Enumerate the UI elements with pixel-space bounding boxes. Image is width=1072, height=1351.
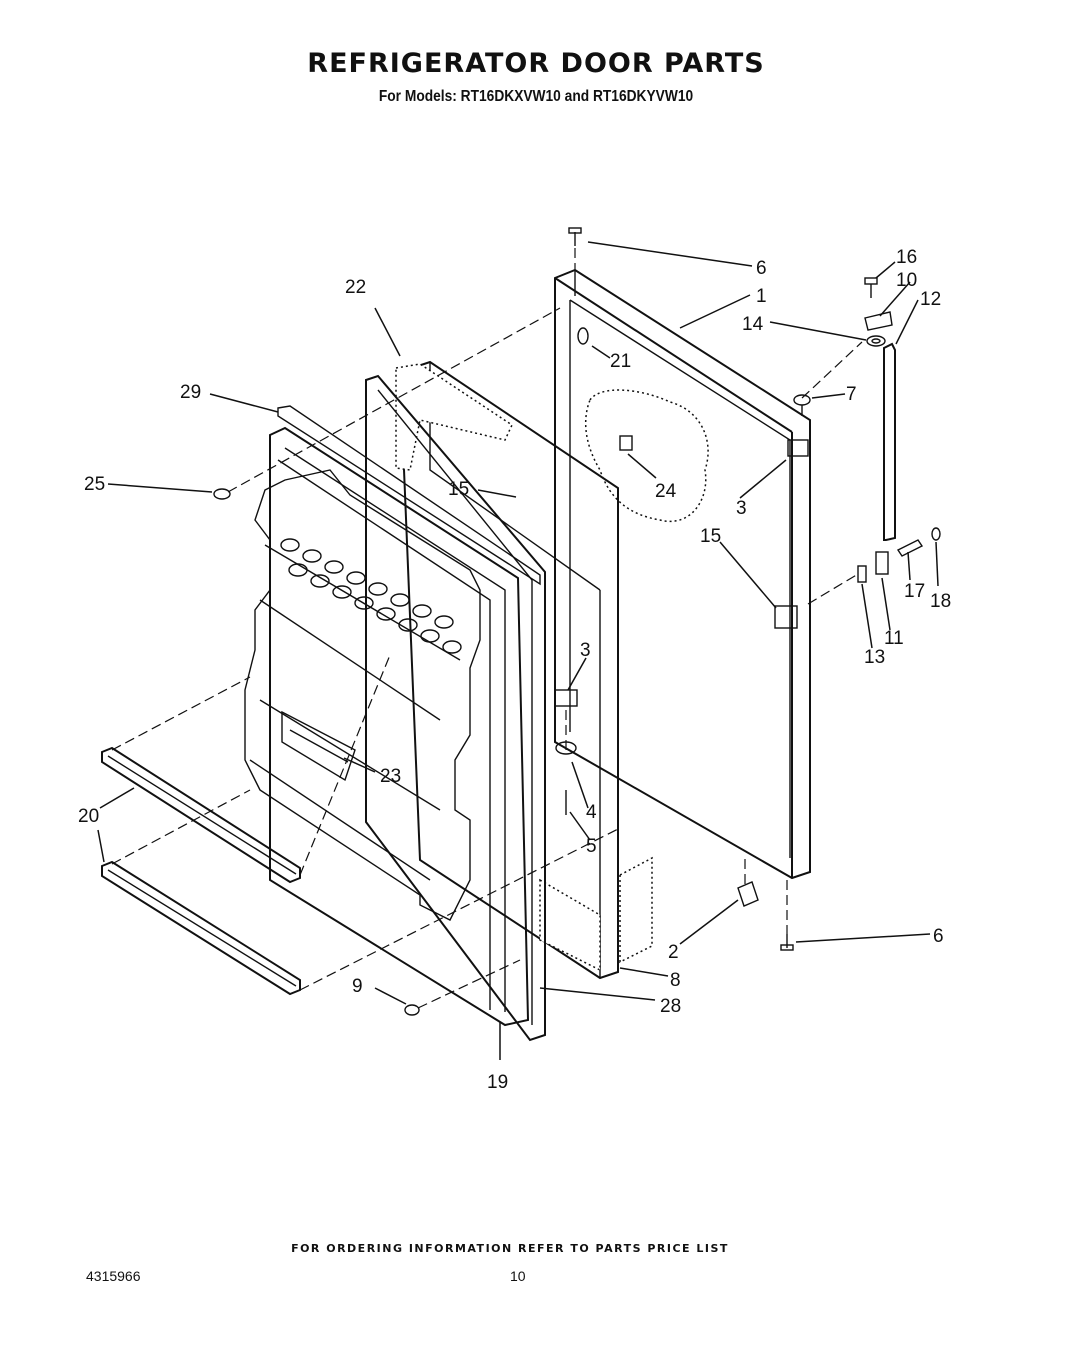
- callout-11: 11: [884, 628, 904, 649]
- document-number: 4315966: [86, 1268, 141, 1284]
- callout-3-right: 3: [736, 498, 747, 519]
- callout-3-center: 3: [580, 640, 591, 661]
- callout-14: 14: [742, 314, 764, 335]
- callout-8: 8: [670, 970, 681, 991]
- hinge-assembly: [213, 227, 941, 1016]
- callout-23: 23: [380, 766, 401, 787]
- leader-arrows: [97, 241, 939, 1060]
- callout-15-left: 15: [448, 479, 469, 500]
- callout-22: 22: [345, 277, 366, 298]
- callout-19: 19: [487, 1072, 508, 1093]
- callout-16: 16: [896, 247, 917, 268]
- callout-29: 29: [180, 382, 201, 403]
- callout-18: 18: [930, 591, 951, 612]
- callout-2: 2: [668, 942, 679, 963]
- callout-17: 17: [904, 581, 925, 602]
- outer-door-panel: [554, 268, 811, 880]
- callout-24: 24: [655, 481, 677, 502]
- callout-15-right: 15: [700, 526, 721, 547]
- callout-6-bottom: 6: [933, 926, 944, 947]
- callout-21: 21: [610, 351, 631, 372]
- page-title: REFRIGERATOR DOOR PARTS: [307, 48, 765, 79]
- callout-25: 25: [84, 474, 105, 495]
- callout-13: 13: [864, 647, 885, 668]
- assembly-dash-lines: [111, 248, 863, 1009]
- dairy-compartment-door: [281, 710, 356, 782]
- callout-10: 10: [896, 270, 917, 291]
- callout-4: 4: [586, 802, 597, 823]
- callout-7: 7: [846, 384, 857, 405]
- models-subtitle: For Models: RT16DKXVW10 and RT16DKYVW10: [378, 88, 694, 105]
- callout-6-top: 6: [756, 258, 767, 279]
- door-gasket: [365, 374, 546, 1042]
- callout-9: 9: [352, 976, 363, 997]
- door-liner-block: [395, 360, 653, 980]
- page-number: 10: [510, 1268, 526, 1284]
- egg-cups: [280, 538, 462, 654]
- ordering-info-note: FOR ORDERING INFORMATION REFER TO PARTS …: [291, 1242, 729, 1255]
- callout-12: 12: [920, 289, 941, 310]
- callout-1: 1: [756, 286, 767, 307]
- callout-20: 20: [78, 806, 99, 827]
- trim-strip: [277, 405, 541, 586]
- inner-door-liner: [244, 426, 530, 1027]
- callout-5: 5: [586, 836, 597, 857]
- callout-labels: 6 16 10 12 1 14 22 21 7 29 25 15 24 3 15…: [78, 247, 951, 1093]
- callout-28: 28: [660, 996, 681, 1017]
